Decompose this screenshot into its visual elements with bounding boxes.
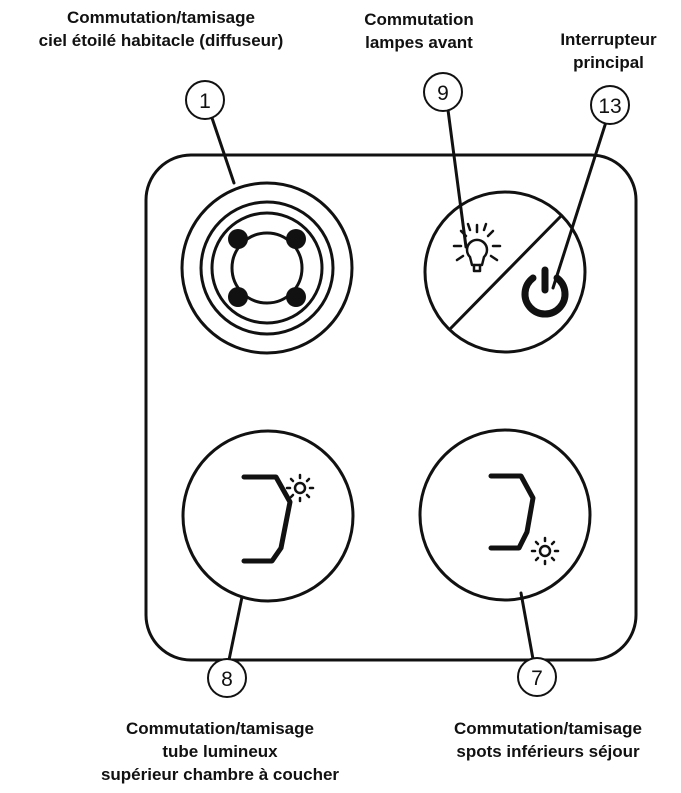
button-rim xyxy=(423,190,587,354)
leader-line-1 xyxy=(210,116,236,185)
button-rim xyxy=(181,429,355,603)
callout-1: 1 xyxy=(185,80,225,120)
front-lamp-and-power-button[interactable] xyxy=(423,190,587,354)
upper-light-tube-icon xyxy=(241,473,315,564)
leader-line-13 xyxy=(551,120,608,290)
label-front-lamps: Commutation lampes avant xyxy=(364,10,474,52)
svg-text:7: 7 xyxy=(531,667,543,690)
svg-text:1: 1 xyxy=(199,90,211,113)
svg-text:8: 8 xyxy=(221,668,233,691)
lower-spots-button[interactable] xyxy=(418,428,592,602)
starry-sky-dimmer-button[interactable] xyxy=(180,181,354,355)
label-lower-spots: Commutation/tamisage spots inférieurs sé… xyxy=(454,719,642,761)
leader-line-9 xyxy=(446,108,468,249)
button-rim xyxy=(180,181,354,355)
label-upper-light-tube: Commutation/tamisage tube lumineux supér… xyxy=(100,719,340,784)
lamp-icon xyxy=(452,222,502,273)
leader-line-7 xyxy=(519,591,535,661)
svg-text:13: 13 xyxy=(598,95,621,118)
starry-sky-dimmer-icon xyxy=(199,200,335,336)
button-rim xyxy=(418,428,592,602)
panel-outline xyxy=(144,153,638,662)
upper-light-tube-button[interactable] xyxy=(181,429,355,603)
callout-8: 8 xyxy=(207,658,247,698)
callout-13: 13 xyxy=(590,85,630,125)
svg-text:9: 9 xyxy=(437,82,449,105)
lower-spots-icon xyxy=(488,473,560,566)
label-main-switch: Interrupteur principal xyxy=(560,30,657,72)
power-icon xyxy=(521,266,569,318)
callout-7: 7 xyxy=(517,657,557,697)
divider-diagonal xyxy=(449,214,563,330)
callout-9: 9 xyxy=(423,72,463,112)
label-starry-sky-dimmer: Commutation/tamisage ciel étoilé habitac… xyxy=(38,8,284,50)
leader-line-8 xyxy=(227,595,244,662)
